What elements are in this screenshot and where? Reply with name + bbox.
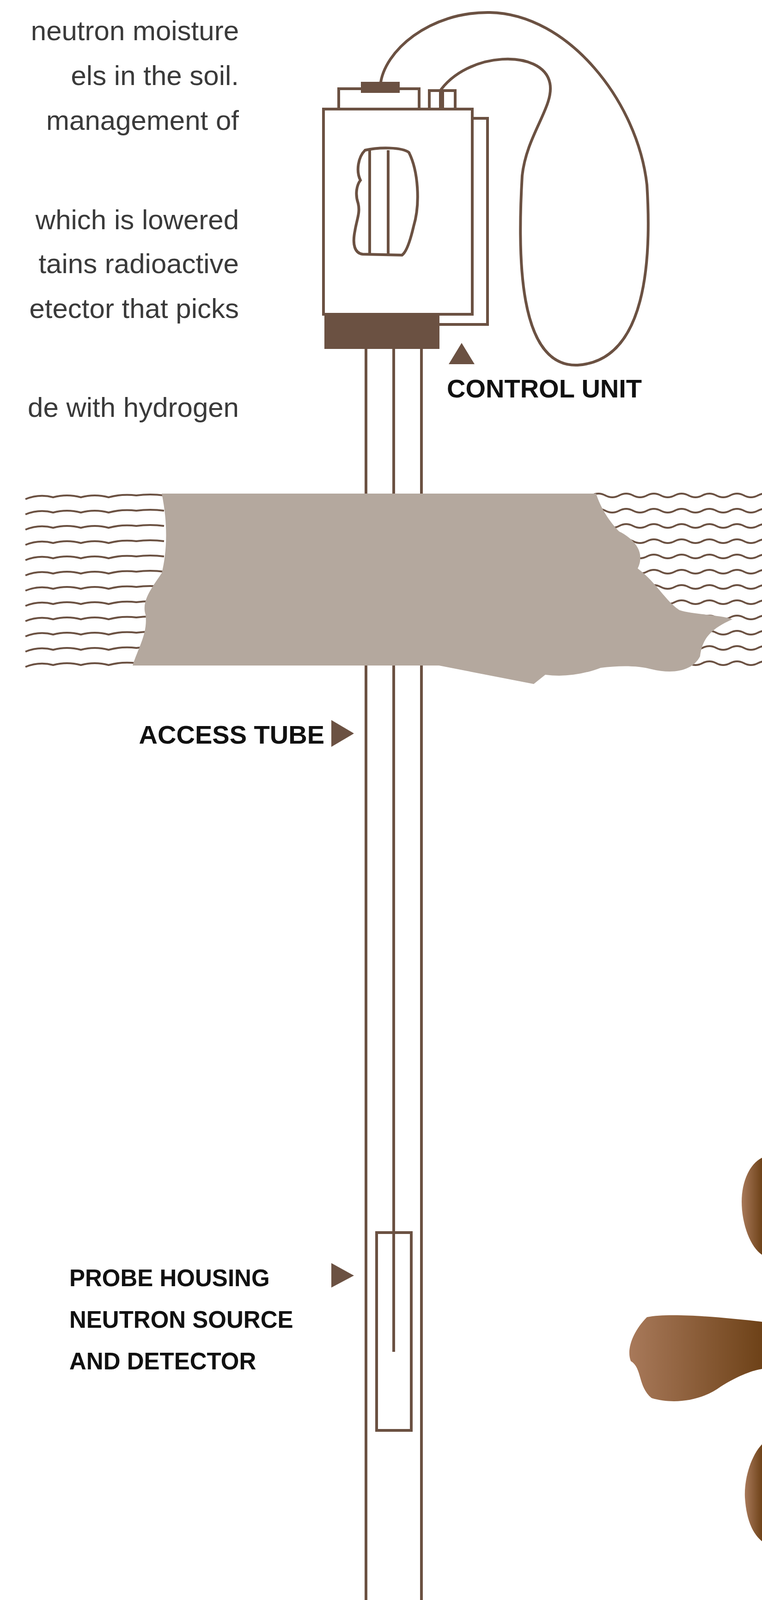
body-text-line: management of: [46, 97, 239, 143]
control-unit-handle: [353, 147, 418, 256]
pointer-triangle: [331, 1262, 354, 1288]
top-tab: [442, 90, 456, 110]
pointer-triangle: [448, 342, 475, 365]
leaf-shape: [741, 1157, 762, 1255]
body-text-line: which is lowered: [35, 197, 239, 243]
cable-connector: [360, 81, 400, 93]
probe-housing: [376, 1232, 412, 1431]
body-text-line: neutron moisture: [30, 8, 239, 54]
control-unit-base: [324, 314, 440, 349]
body-text-line: tains radioactive: [38, 241, 239, 287]
part-label: CONTROL UNIT: [446, 367, 642, 410]
pointer-triangle: [331, 719, 354, 747]
part-label: ACCESS TUBE: [139, 713, 325, 756]
body-text-line: de with hydrogen: [27, 384, 239, 430]
handle-lines: [369, 150, 389, 256]
soil-surface: [132, 493, 733, 684]
leaf-shape: [744, 1444, 762, 1542]
part-label: PROBE HOUSING NEUTRON SOURCE AND DETECTO…: [69, 1257, 329, 1383]
top-tab: [429, 90, 441, 110]
leaf-shape: [629, 1315, 762, 1402]
body-text-line: els in the soil.: [70, 53, 239, 98]
body-text-line: etector that picks: [29, 286, 239, 331]
control-unit-box: [323, 109, 473, 315]
